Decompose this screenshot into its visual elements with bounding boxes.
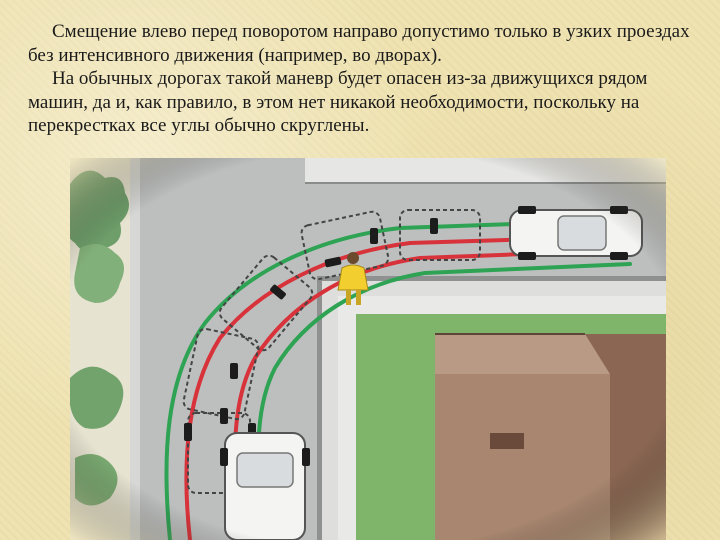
slide-text: Смещение влево перед поворотом направо д… <box>28 20 698 138</box>
paragraph-2: На обычных дорогах такой маневр будет оп… <box>28 68 648 136</box>
turn-maneuver-illustration <box>70 158 666 540</box>
paragraph-1: Смещение влево перед поворотом направо д… <box>28 21 690 66</box>
